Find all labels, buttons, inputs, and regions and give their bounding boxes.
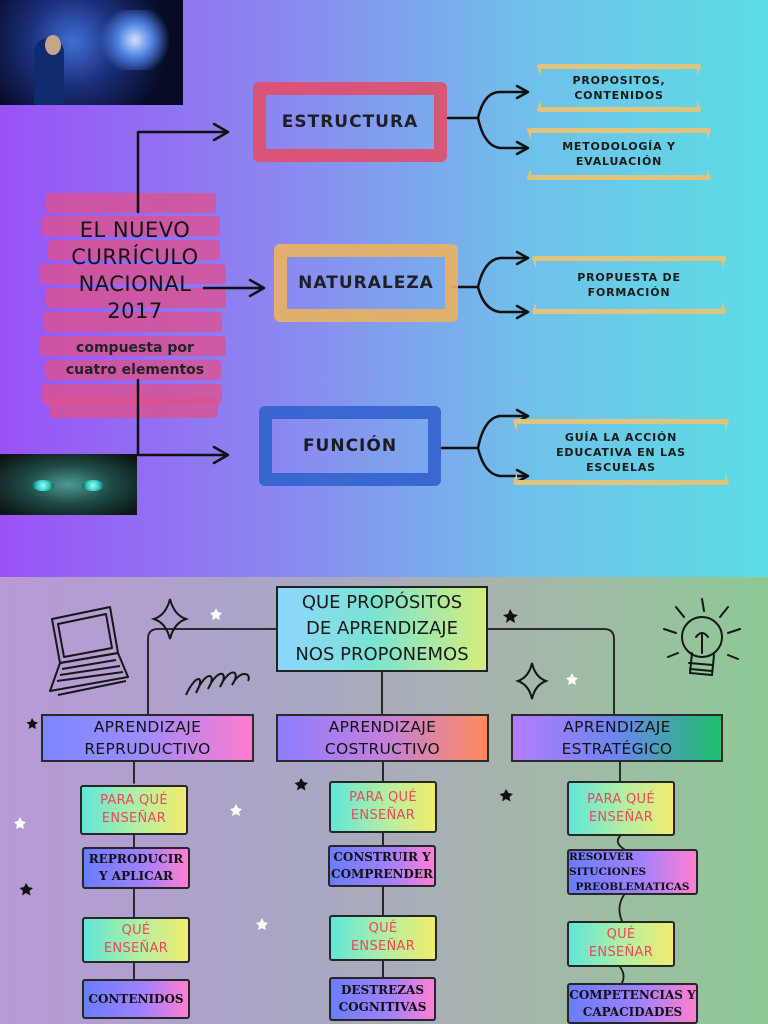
galaxy-woman-photo	[0, 0, 183, 105]
star-icon	[230, 804, 242, 816]
answer-box: CONTENIDOS	[82, 979, 190, 1019]
purposes-title-box: QUE PROPÓSITOS DE APRENDIZAJE NOS PROPON…	[276, 586, 488, 672]
main-topic-title: EL NUEVO CURRÍCULO NACIONAL 2017	[71, 218, 199, 323]
scribble-icon	[185, 671, 250, 696]
star-icon	[210, 608, 222, 620]
element-box-naturaleza: NATURALEZA	[274, 244, 458, 322]
star-icon	[14, 817, 26, 829]
glowing-eyes-photo	[0, 454, 137, 515]
sparkle-icon	[515, 662, 549, 700]
element-label: FUNCIÓN	[302, 436, 398, 456]
ribbon-propositos: PROPOSITOS,CONTENIDOS	[536, 64, 702, 112]
element-label: ESTRUCTURA	[281, 112, 419, 132]
bottom-decorations-and-connectors	[14, 598, 741, 984]
top-panel: EL NUEVO CURRÍCULO NACIONAL 2017 compues…	[0, 0, 768, 577]
element-box-estructura: ESTRUCTURA	[253, 82, 447, 162]
star-icon	[566, 673, 578, 685]
top-connector-lines	[136, 84, 530, 484]
star-icon	[503, 609, 518, 623]
star-icon	[256, 918, 268, 930]
star-icon	[499, 789, 513, 802]
laptop-icon	[49, 606, 129, 696]
lightbulb-icon	[663, 598, 741, 677]
star-icon	[19, 883, 33, 896]
star-icon	[294, 778, 308, 791]
element-box-funcion: FUNCIÓN	[259, 406, 441, 486]
element-label: NATURALEZA	[298, 273, 434, 293]
bottom-panel: QUE PROPÓSITOS DE APRENDIZAJE NOS PROPON…	[0, 577, 768, 1024]
star-icon	[26, 718, 38, 729]
sparkle-icon	[150, 598, 190, 640]
main-topic-subtitle: compuesta por cuatro elementos	[65, 340, 205, 378]
